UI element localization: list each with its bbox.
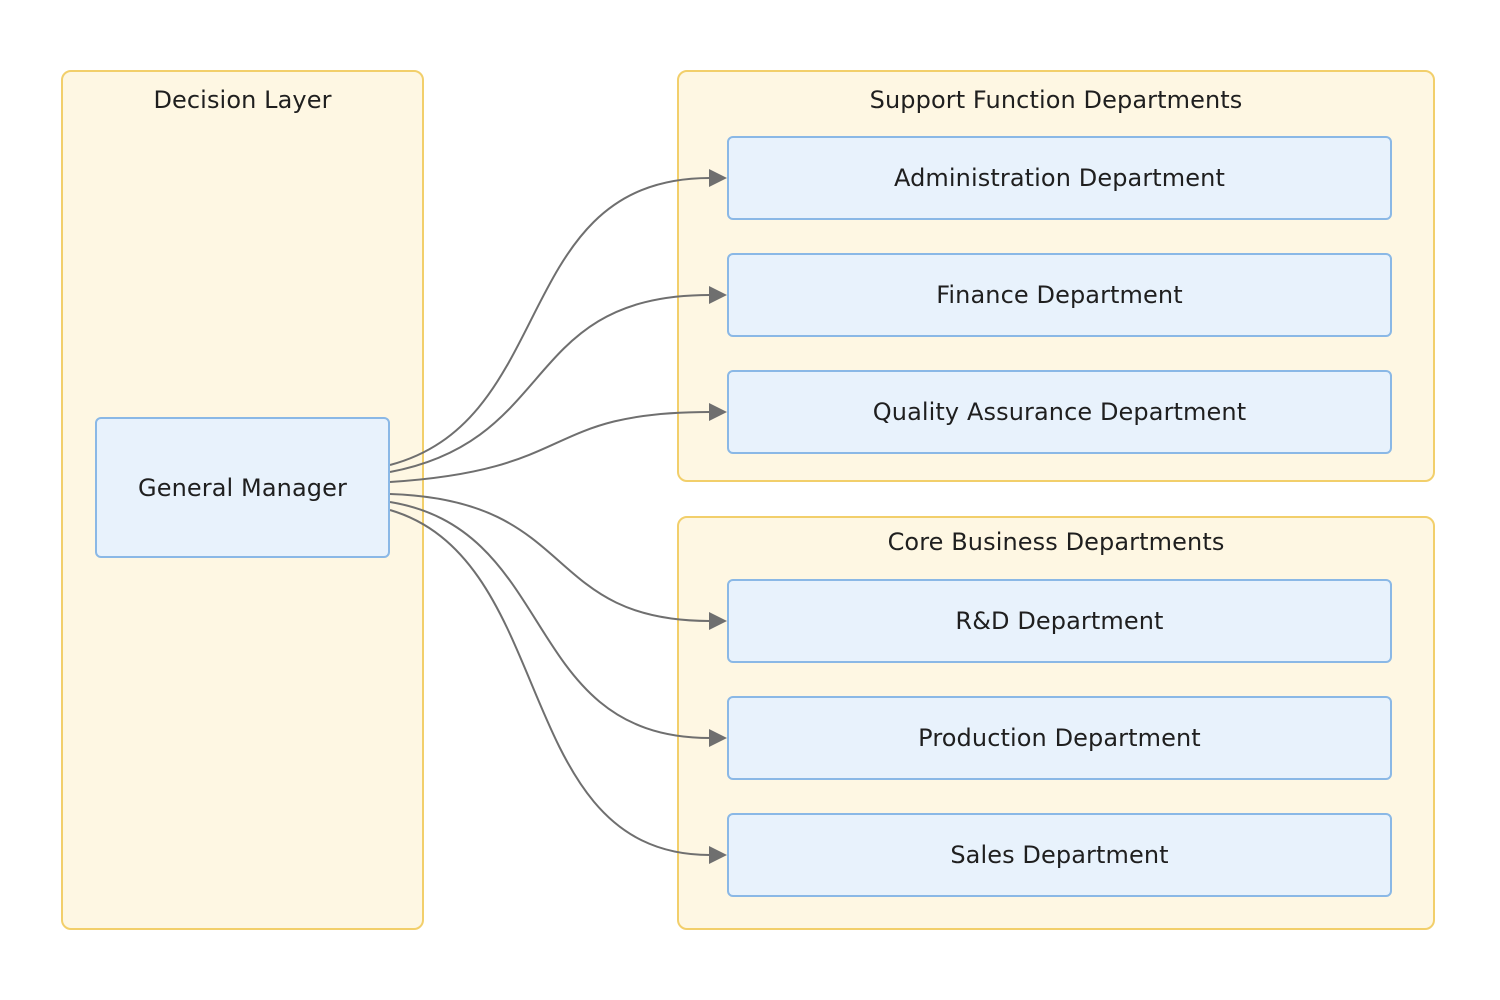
node-quality-assurance-department[interactable]: Quality Assurance Department bbox=[727, 370, 1392, 454]
node-general-manager[interactable]: General Manager bbox=[95, 417, 390, 558]
node-production-department[interactable]: Production Department bbox=[727, 696, 1392, 780]
edge-gm-to-production bbox=[389, 501, 711, 739]
edge-gm-to-sales bbox=[389, 509, 711, 856]
edge-gm-to-administration bbox=[389, 177, 711, 466]
edge-gm-to-rnd bbox=[389, 493, 711, 622]
edge-gm-to-finance bbox=[389, 294, 711, 473]
node-finance-department[interactable]: Finance Department bbox=[727, 253, 1392, 337]
node-rnd-department[interactable]: R&D Department bbox=[727, 579, 1392, 663]
group-title-decision-layer: Decision Layer bbox=[153, 86, 332, 114]
node-sales-department[interactable]: Sales Department bbox=[727, 813, 1392, 897]
group-title-support-function-departments: Support Function Departments bbox=[869, 86, 1243, 114]
node-administration-department[interactable]: Administration Department bbox=[727, 136, 1392, 220]
edge-gm-to-quality-assurance bbox=[389, 411, 711, 483]
group-title-core-business-departments: Core Business Departments bbox=[887, 528, 1225, 556]
